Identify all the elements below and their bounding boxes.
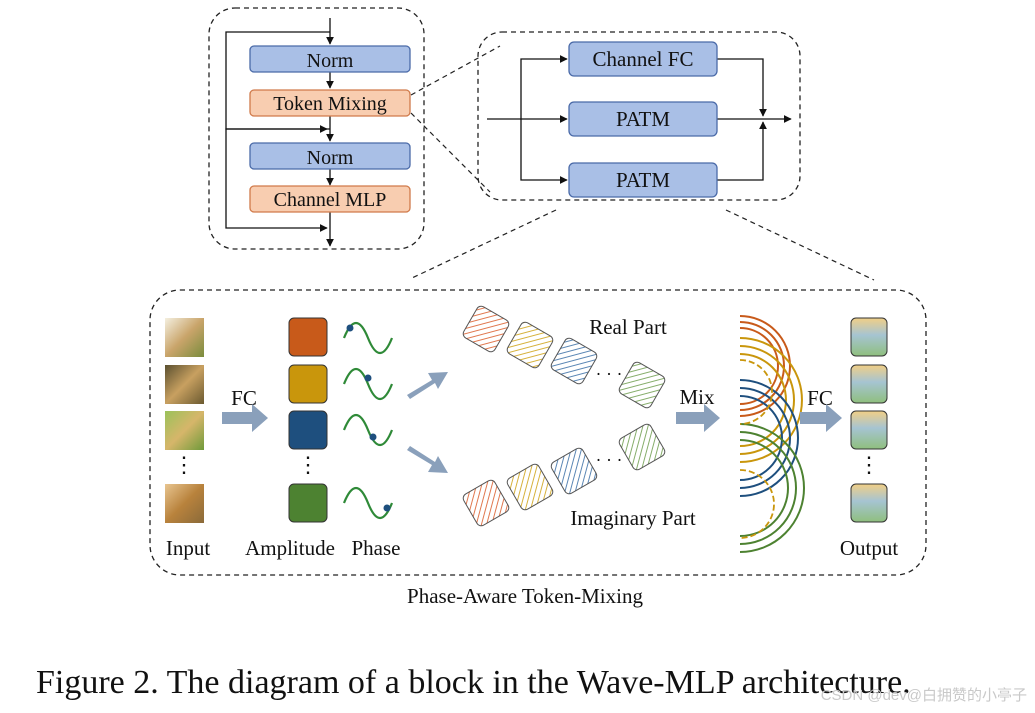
input-image-3 — [165, 411, 204, 450]
channel-mlp-box — [249, 185, 411, 213]
amplitude-label: Amplitude — [245, 536, 335, 560]
amplitude-ellipsis: ⋮ — [297, 452, 319, 477]
output-square-1 — [850, 317, 888, 357]
wave-interference-pattern — [739, 315, 805, 553]
phase-wave-2 — [342, 367, 394, 401]
real-part-label: Real Part — [589, 315, 667, 339]
output-label: Output — [840, 536, 899, 560]
output-ellipsis: ⋮ — [858, 452, 880, 477]
imaginary-ellipsis: · · · — [596, 450, 623, 470]
fc-label-2: FC — [807, 386, 833, 410]
block-panel: Norm Token Mixing Norm Channel MLP — [208, 7, 425, 250]
figure-caption: Figure 2. The diagram of a block in the … — [36, 664, 911, 701]
token-mixing-box — [249, 89, 411, 117]
imaginary-square-4 — [618, 423, 666, 471]
zoom-connector-left — [411, 209, 557, 279]
output-square-2 — [850, 364, 888, 404]
arrow-to-patm-2 — [520, 119, 568, 184]
token-mixing-label: Token Mixing — [273, 93, 387, 115]
mix-label: Mix — [679, 385, 715, 409]
amplitude-square-3 — [288, 410, 328, 450]
phase-wave-3 — [342, 413, 394, 447]
channel-fc-label: Channel FC — [593, 47, 694, 71]
token-mixing-border — [477, 31, 801, 201]
imaginary-square-3 — [550, 447, 598, 495]
arrow-to-real — [407, 372, 448, 399]
input-ellipsis: ⋮ — [173, 452, 195, 477]
amplitude-square-4 — [288, 483, 328, 523]
output-square-3 — [850, 410, 888, 450]
input-label: Input — [166, 536, 210, 560]
channel-mlp-label: Channel MLP — [274, 189, 387, 211]
norm-box-2 — [249, 142, 411, 170]
arrow-to-channel-fc — [520, 55, 568, 119]
output-square-4 — [850, 483, 888, 523]
amplitude-square-1 — [288, 317, 328, 357]
phase-wave-4 — [342, 486, 394, 520]
phase-wave-1 — [342, 321, 394, 355]
patm-detail-border — [149, 289, 927, 576]
norm-label-2: Norm — [307, 147, 354, 169]
watermark: CSDN @dev@白拥赞的小亭子 — [820, 687, 1027, 704]
patm-label-1: PATM — [616, 107, 670, 131]
block-border — [208, 7, 425, 250]
arrow-from-channel-fc — [717, 58, 767, 117]
fc-arrow-2 — [800, 404, 842, 432]
arrow-from-patm-2 — [717, 121, 767, 181]
patm-box-2 — [568, 162, 718, 198]
real-square-3 — [550, 337, 598, 385]
input-image-1 — [165, 318, 204, 357]
real-square-2 — [506, 321, 554, 369]
real-square-1 — [462, 305, 510, 353]
real-ellipsis: · · · — [596, 364, 623, 384]
patm-detail-panel: ⋮ Input FC ⋮ Amplitude Phase — [149, 289, 927, 576]
fc-arrow-1 — [222, 404, 268, 432]
imaginary-square-2 — [506, 463, 554, 511]
zoom-connector-right — [725, 209, 875, 281]
amplitude-square-2 — [288, 364, 328, 404]
token-mixing-panel: Channel FC PATM PATM — [477, 31, 801, 201]
zoom-connector-bottom — [410, 112, 491, 193]
imaginary-square-1 — [462, 479, 510, 527]
norm-box-1 — [249, 45, 411, 73]
input-image-4 — [165, 484, 204, 523]
phase-label: Phase — [352, 536, 401, 560]
patm-label-2: PATM — [616, 168, 670, 192]
residual-connection-2 — [225, 128, 330, 232]
zoom-connector-top — [410, 45, 501, 96]
patm-title: Phase-Aware Token-Mixing — [407, 584, 643, 608]
mix-arrow — [676, 404, 720, 432]
norm-label-1: Norm — [307, 50, 354, 72]
input-image-2 — [165, 365, 204, 404]
channel-fc-box — [568, 41, 718, 77]
imaginary-part-label: Imaginary Part — [570, 506, 696, 530]
arrow-to-imaginary — [407, 446, 448, 473]
patm-box-1 — [568, 101, 718, 137]
real-square-4 — [618, 361, 666, 409]
